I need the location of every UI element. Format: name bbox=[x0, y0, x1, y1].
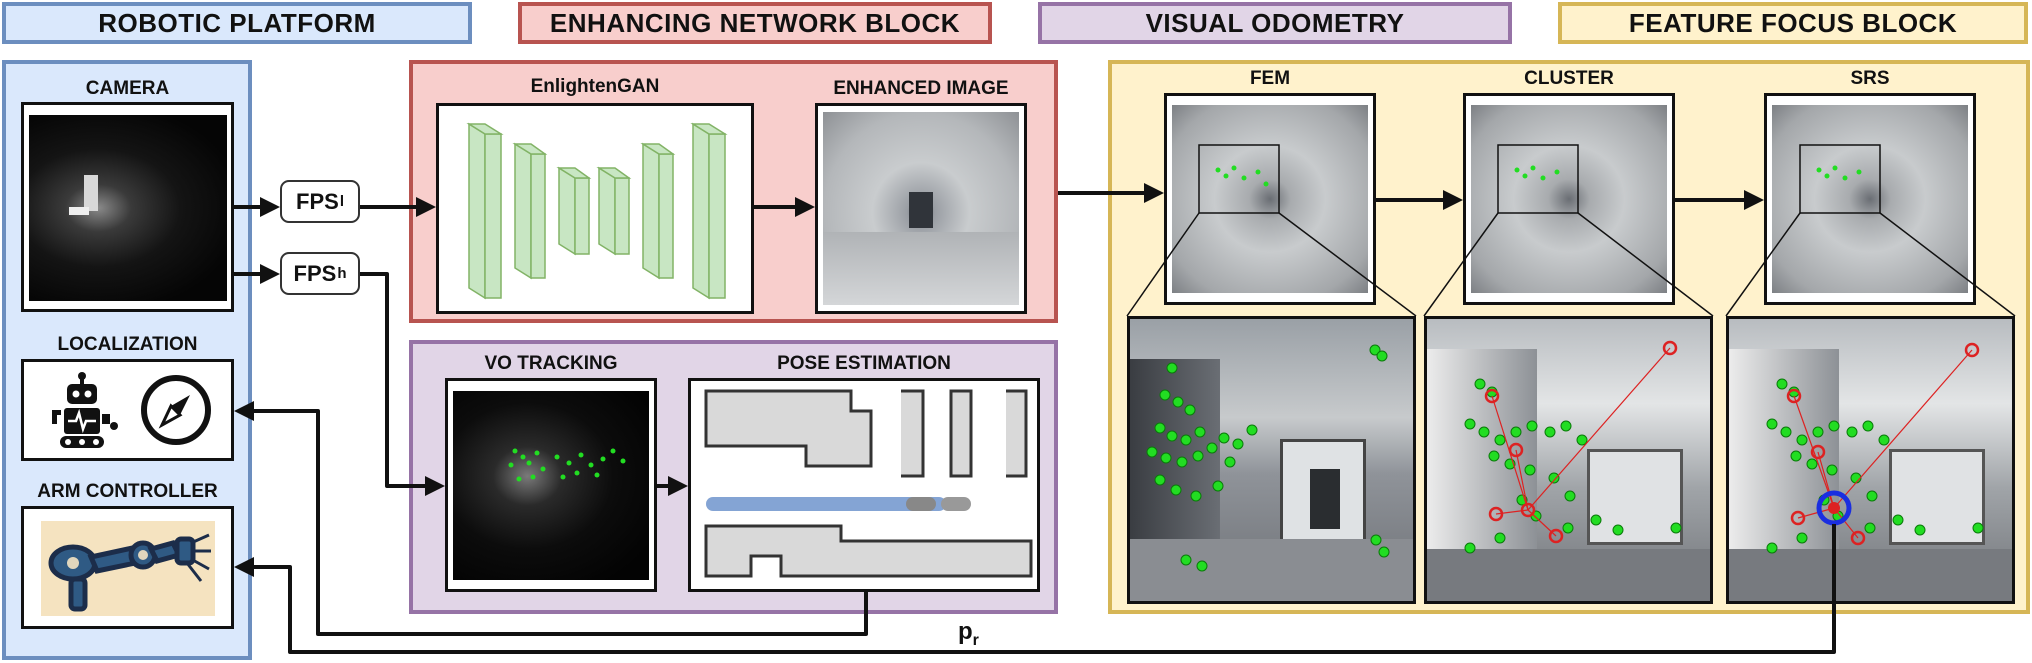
fem-zoom-image bbox=[1130, 319, 1413, 601]
camera-box bbox=[21, 102, 234, 312]
localization-box bbox=[21, 359, 234, 461]
cluster-thumb-box bbox=[1463, 93, 1675, 305]
srs-zoom-box bbox=[1726, 316, 2015, 604]
vo-tracking-image bbox=[453, 391, 649, 580]
vo-tracking-label: VO TRACKING bbox=[484, 353, 618, 374]
enlightengan-box bbox=[436, 103, 754, 314]
pose-output-label: pr bbox=[958, 618, 979, 649]
robot-icon bbox=[52, 372, 118, 448]
srs-zoom-image bbox=[1729, 319, 2012, 601]
vo-keypoints bbox=[508, 448, 626, 482]
layer-3 bbox=[558, 166, 576, 256]
layer-5 bbox=[642, 142, 660, 280]
cluster-zoom-image bbox=[1427, 319, 1710, 601]
layer-4 bbox=[598, 166, 616, 256]
pose-estimation-box bbox=[688, 378, 1040, 592]
network-layers bbox=[466, 122, 728, 300]
enhanced-image-box bbox=[815, 103, 1027, 314]
layer-6 bbox=[692, 122, 710, 300]
robot-arm-icon bbox=[48, 533, 211, 612]
robot-arm-image bbox=[41, 521, 215, 616]
header-feature-focus: FEATURE FOCUS BLOCK bbox=[1558, 2, 2028, 44]
localization-icons bbox=[52, 372, 211, 448]
srs-thumbnail bbox=[1772, 105, 1968, 293]
pose-map bbox=[704, 389, 1033, 578]
srs-label: SRS bbox=[1850, 68, 1890, 89]
header-robotic-platform: ROBOTIC PLATFORM bbox=[2, 2, 472, 44]
pose-estimation-label: POSE ESTIMATION bbox=[777, 353, 951, 374]
localization-label: LOCALIZATION bbox=[57, 334, 198, 355]
arm-controller-box bbox=[21, 506, 234, 629]
layer-1 bbox=[468, 122, 486, 300]
fem-thumbnail bbox=[1172, 105, 1368, 293]
fem-label: FEM bbox=[1249, 68, 1291, 89]
arm-controller-label: ARM CONTROLLER bbox=[37, 481, 218, 502]
camera-image bbox=[29, 115, 227, 301]
header-enhancing-network: ENHANCING NETWORK BLOCK bbox=[518, 2, 992, 44]
srs-thumb-box bbox=[1764, 93, 1976, 305]
enlightengan-label: EnlightenGAN bbox=[530, 76, 660, 97]
camera-label: CAMERA bbox=[85, 78, 170, 99]
fem-zoom-box bbox=[1127, 316, 1416, 604]
cluster-thumbnail bbox=[1471, 105, 1667, 293]
vo-tracking-box bbox=[445, 378, 657, 592]
map-walls bbox=[704, 389, 1033, 578]
compass-icon bbox=[141, 375, 211, 445]
header-visual-odometry: VISUAL ODOMETRY bbox=[1038, 2, 1512, 44]
enhanced-image-label: ENHANCED IMAGE bbox=[833, 78, 1009, 99]
enhanced-image bbox=[823, 112, 1019, 305]
layer-2 bbox=[514, 142, 532, 280]
pose-trajectory bbox=[706, 497, 971, 511]
cluster-label: CLUSTER bbox=[1524, 68, 1614, 89]
fem-thumb-box bbox=[1164, 93, 1376, 305]
cluster-zoom-box bbox=[1424, 316, 1713, 604]
